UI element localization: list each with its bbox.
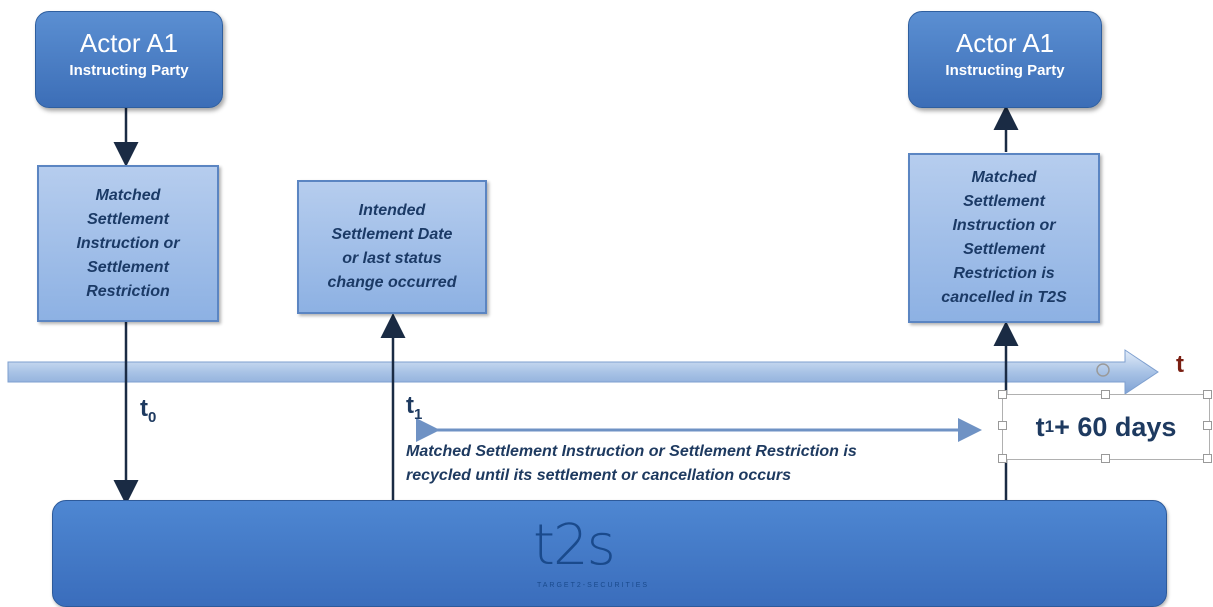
box-intended-line: Settlement Date xyxy=(331,226,453,243)
t2s-logo-subtitle: TARGET2-SECURITIES xyxy=(537,582,650,589)
rotate-handle-icon xyxy=(1096,363,1110,377)
resize-handle[interactable] xyxy=(1101,390,1110,399)
recycle-note-line2: recycled until its settlement or cancell… xyxy=(406,467,792,484)
box-cancelled-line: Restriction is xyxy=(953,265,1055,282)
box-matched-line: Matched xyxy=(95,186,161,204)
resize-handle[interactable] xyxy=(1203,390,1212,399)
box-intended-line: or last status xyxy=(342,250,442,267)
t0-main: t xyxy=(140,395,148,422)
t1-main: t xyxy=(406,392,414,419)
resize-handle[interactable] xyxy=(998,454,1007,463)
box-cancelled-line: cancelled in T2S xyxy=(941,289,1067,306)
box-cancelled-line: Instruction or xyxy=(952,217,1056,234)
actor-left-title: Actor A1 xyxy=(79,28,179,58)
box-matched-line: Settlement xyxy=(87,210,169,228)
actor-left: Actor A1 Instructing Party xyxy=(35,11,223,108)
t1-label: t1 xyxy=(406,392,422,423)
t60-rest: + 60 days xyxy=(1054,411,1177,442)
box-intended-settlement: Intended Settlement Date or last status … xyxy=(297,180,487,314)
time-axis-arrow xyxy=(7,349,1159,395)
box-cancelled: Matched Settlement Instruction or Settle… xyxy=(908,153,1100,323)
box-intended-line: change occurred xyxy=(327,274,457,291)
box-intended-line: Intended xyxy=(358,202,426,219)
actor-left-subtitle: Instructing Party xyxy=(69,62,189,79)
t1-sub: 1 xyxy=(414,405,423,423)
resize-handle[interactable] xyxy=(1203,421,1212,430)
actor-right-subtitle: Instructing Party xyxy=(945,62,1065,79)
box-matched-instruction: Matched Settlement Instruction or Settle… xyxy=(37,165,219,322)
t0-label: t0 xyxy=(140,395,156,426)
resize-handle[interactable] xyxy=(1101,454,1110,463)
actor-right-title: Actor A1 xyxy=(955,28,1055,58)
recycle-note-line1: Matched Settlement Instruction or Settle… xyxy=(406,443,857,460)
t2s-logo: t2s xyxy=(533,513,616,578)
resize-handle[interactable] xyxy=(998,390,1007,399)
t0-sub: 0 xyxy=(148,408,157,426)
t60-sub: 1 xyxy=(1044,417,1055,436)
box-matched-line: Restriction xyxy=(86,282,170,300)
resize-handle[interactable] xyxy=(1203,454,1212,463)
time-axis-label: t xyxy=(1176,351,1184,378)
t60-main: t xyxy=(1035,411,1045,442)
box-cancelled-line: Settlement xyxy=(963,193,1045,210)
recycle-note: Matched Settlement Instruction or Settle… xyxy=(406,440,857,488)
box-matched-line: Settlement xyxy=(87,258,169,276)
box-cancelled-line: Settlement xyxy=(963,241,1045,258)
box-cancelled-line: Matched xyxy=(971,169,1037,186)
resize-handle[interactable] xyxy=(998,421,1007,430)
actor-right: Actor A1 Instructing Party xyxy=(908,11,1102,108)
box-matched-line: Instruction or xyxy=(76,234,180,252)
